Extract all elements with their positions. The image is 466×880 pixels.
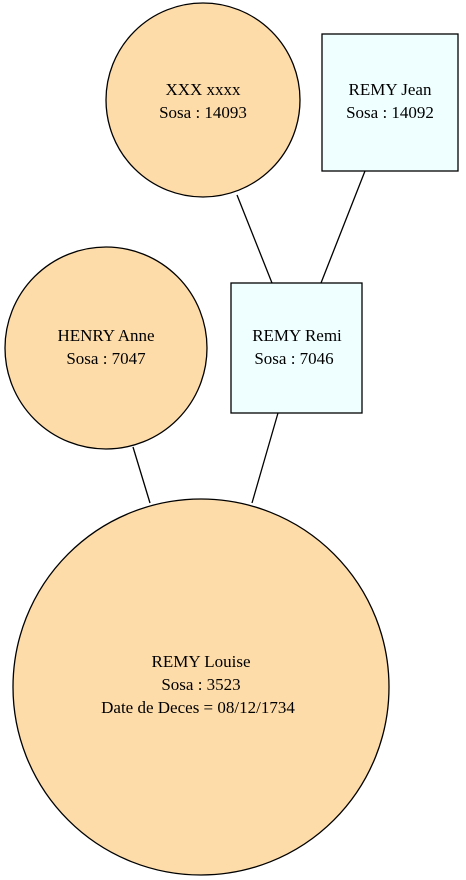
person-node-remy-jean[interactable]: REMY Jean Sosa : 14092: [321, 33, 459, 172]
person-sosa: Sosa : 14092: [346, 103, 434, 122]
person-name: REMY Remi: [252, 326, 342, 345]
node-circle: [12, 498, 390, 876]
edge-jean-to-remi: [320, 170, 366, 284]
person-name: HENRY Anne: [57, 326, 154, 345]
node-circle: [4, 246, 208, 450]
person-node-xxx-xxxx[interactable]: XXX xxxx Sosa : 14093: [105, 2, 301, 198]
edge-xxx-to-remi: [236, 194, 273, 284]
person-sosa: Sosa : 3523: [161, 675, 240, 694]
edge-anne-to-louise: [132, 446, 151, 504]
node-box: [230, 282, 363, 414]
person-node-remy-louise[interactable]: REMY Louise Sosa : 3523 Date de Deces = …: [12, 498, 390, 876]
person-name: XXX xxxx: [165, 80, 241, 99]
node-box: [321, 33, 459, 172]
person-name: REMY Jean: [349, 80, 432, 99]
node-circle: [105, 2, 301, 198]
edge-remi-to-louise: [251, 412, 279, 504]
person-node-remy-remi[interactable]: REMY Remi Sosa : 7046: [230, 282, 363, 414]
person-sosa: Sosa : 7046: [254, 349, 333, 368]
person-death-date: Date de Deces = 08/12/1734: [101, 698, 295, 717]
person-sosa: Sosa : 7047: [66, 349, 146, 368]
person-name: REMY Louise: [151, 652, 250, 671]
person-sosa: Sosa : 14093: [159, 103, 247, 122]
person-node-henry-anne[interactable]: HENRY Anne Sosa : 7047: [4, 246, 208, 450]
